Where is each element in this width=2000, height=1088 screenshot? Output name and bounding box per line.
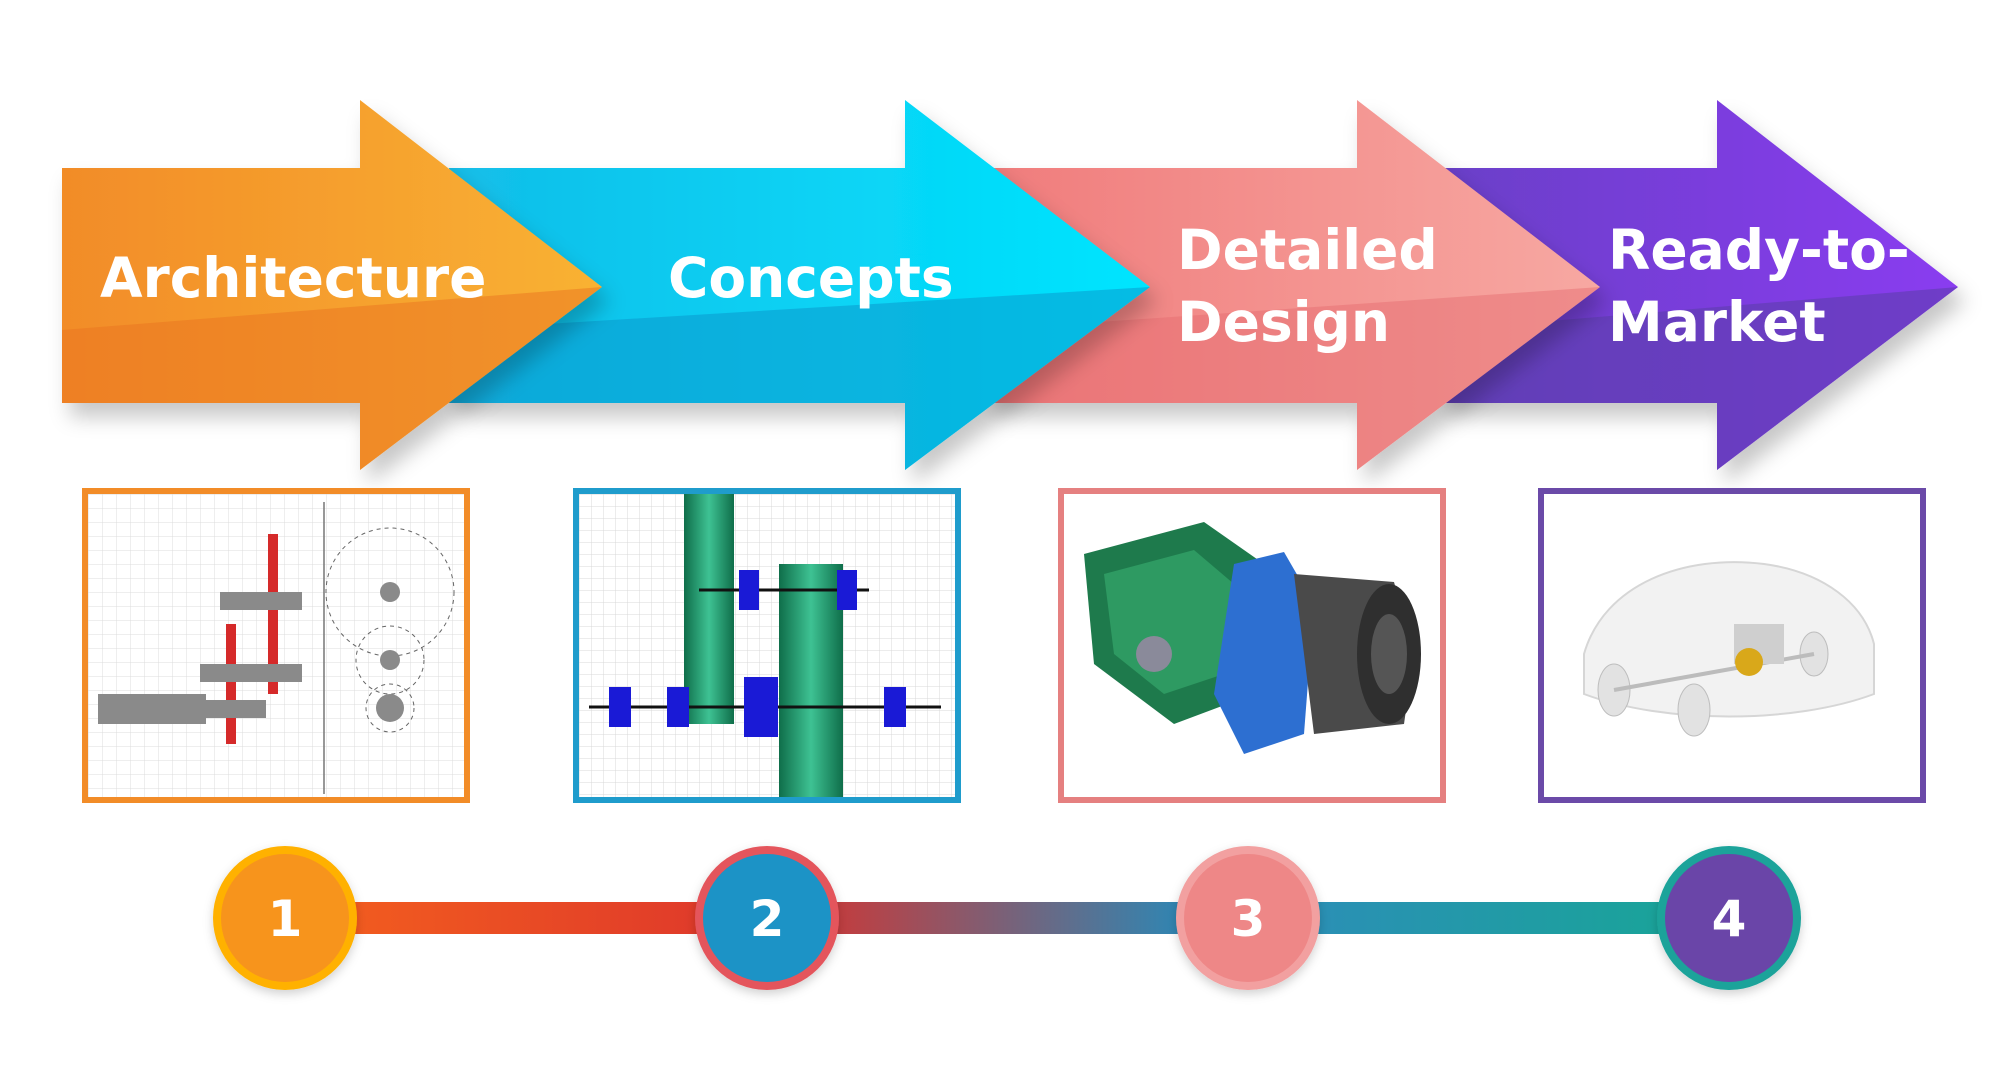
gear-concept-image <box>573 488 961 803</box>
step-marker-1: 1 <box>213 846 357 990</box>
architecture-schematic-image <box>82 488 470 803</box>
svg-text:Ready-to- Market: Ready-to- Market <box>1608 218 1929 354</box>
step-marker-4: 4 <box>1657 846 1801 990</box>
arrow-label-line: Market <box>1608 290 1826 354</box>
schematic-illustration <box>88 494 464 797</box>
timeline-connector <box>340 902 702 934</box>
arrow-label-line: Concepts <box>668 246 954 310</box>
stage-arrow-1: Architecture <box>62 100 602 470</box>
step-marker-3: 3 <box>1176 846 1320 990</box>
step-number: 2 <box>750 890 785 948</box>
concept-illustration <box>579 494 955 797</box>
stage-arrow-2: Concepts <box>449 100 1150 470</box>
svg-text:Detailed Design: Detailed Design <box>1177 218 1457 354</box>
step-number: 4 <box>1712 890 1747 948</box>
arrow-label-line: Ready-to- <box>1608 218 1910 282</box>
step-marker-2: 2 <box>695 846 839 990</box>
timeline-connector <box>1300 902 1662 934</box>
arrow-label-line: Design <box>1177 290 1390 354</box>
gearbox-3d-model-image <box>1058 488 1446 803</box>
step-number: 1 <box>268 890 303 948</box>
timeline <box>340 902 1662 934</box>
stage-arrow-3: Detailed Design <box>986 100 1600 470</box>
vehicle-integration-image <box>1538 488 1926 803</box>
gearbox-illustration <box>1064 494 1440 797</box>
timeline-connector <box>820 902 1182 934</box>
arrow-label-line: Detailed <box>1177 218 1438 282</box>
stage-arrow-4: Ready-to- Market <box>1441 100 1958 470</box>
vehicle-illustration <box>1544 494 1920 797</box>
step-number: 3 <box>1231 890 1266 948</box>
arrow-label-line: Architecture <box>100 246 486 310</box>
